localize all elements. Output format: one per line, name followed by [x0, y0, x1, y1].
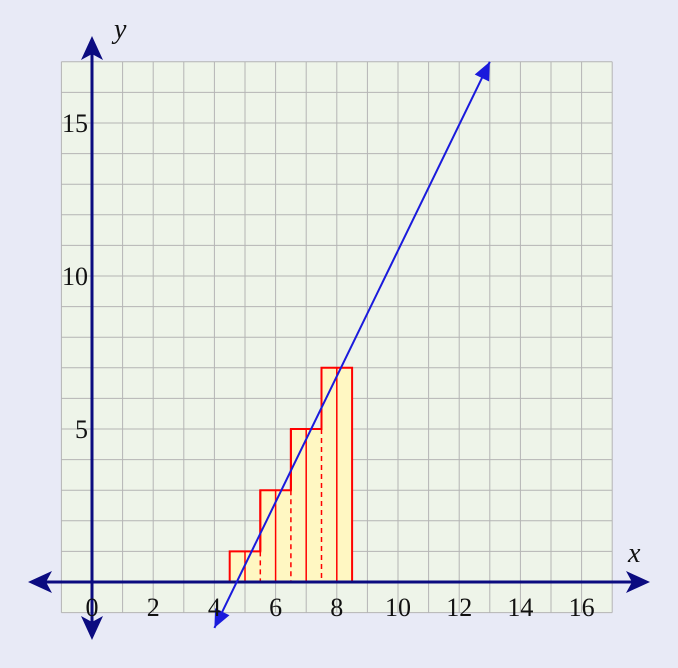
tick-labels: 0 2 4 6 8 10 12 14 16 5 10 15 — [62, 109, 595, 622]
bar — [306, 429, 322, 582]
bar — [229, 551, 245, 582]
y-tick-label: 10 — [62, 262, 88, 291]
function-line — [213, 61, 491, 629]
x-tick-label: 10 — [385, 593, 411, 622]
y-tick-label: 15 — [62, 109, 88, 138]
x-axis-arrow-left — [28, 571, 52, 593]
line-arrow-end — [474, 61, 490, 82]
x-tick-label: 12 — [446, 593, 472, 622]
x-tick-label: 4 — [208, 593, 221, 622]
bar — [260, 490, 276, 582]
x-tick-label: 6 — [269, 593, 282, 622]
x-tick-label: 14 — [507, 593, 533, 622]
riemann-rectangles — [228, 366, 354, 582]
bar — [336, 367, 353, 582]
x-tick-label: 8 — [330, 593, 343, 622]
axes — [28, 36, 650, 640]
y-tick-label: 5 — [75, 415, 88, 444]
bar — [275, 490, 291, 582]
x-axis-arrow-right — [626, 571, 650, 593]
y-axis-arrow-down — [81, 616, 103, 640]
y-axis-label: y — [111, 14, 127, 45]
x-tick-label: 0 — [86, 593, 99, 622]
y-axis-arrow-up — [81, 36, 103, 60]
x-tick-label: 16 — [569, 593, 595, 622]
bar — [245, 551, 261, 582]
line-segment — [213, 61, 491, 629]
line-arrow-start — [214, 608, 230, 628]
bar — [290, 429, 307, 582]
bar — [321, 367, 337, 582]
x-axis-label: x — [627, 538, 641, 569]
x-tick-label: 2 — [147, 593, 160, 622]
